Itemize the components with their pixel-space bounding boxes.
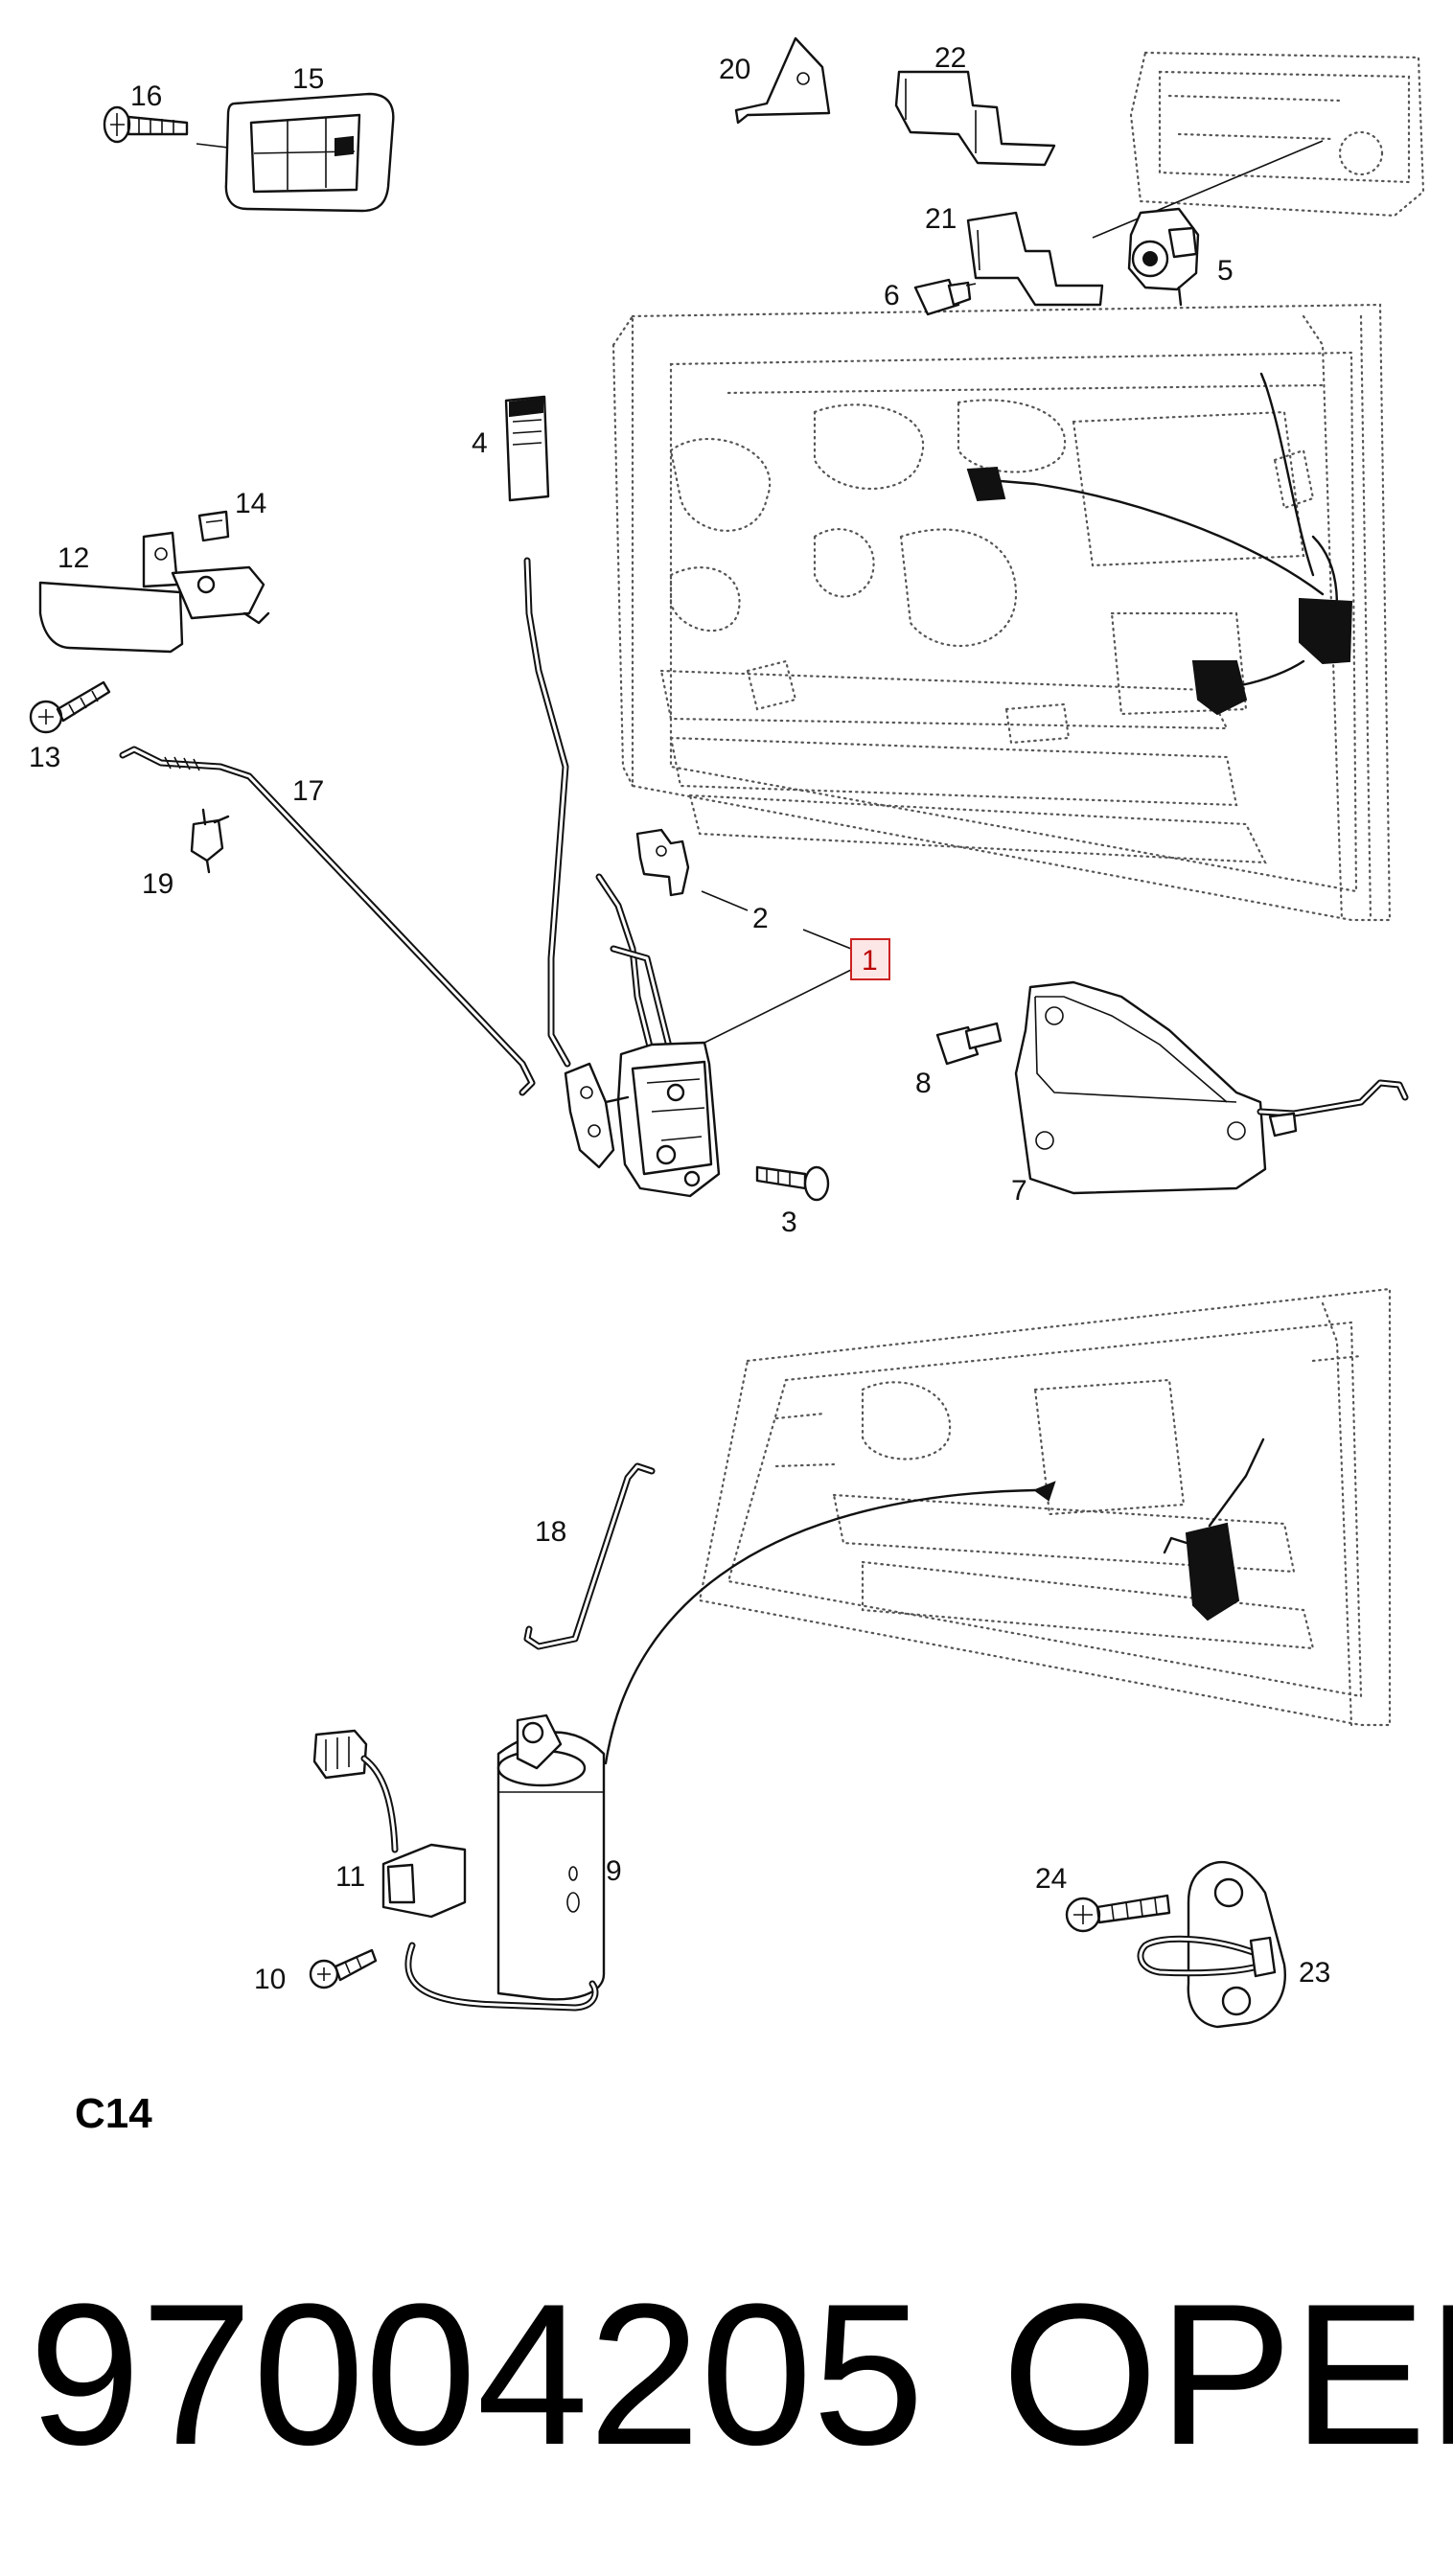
part-24-screw	[1065, 1894, 1171, 1933]
callout-2: 2	[752, 903, 769, 934]
callout-15: 15	[292, 63, 324, 95]
callout-9: 9	[606, 1855, 622, 1887]
callout-10: 10	[254, 1964, 286, 1995]
outer-door-handle-detail	[1129, 51, 1425, 218]
part-2-clip	[635, 828, 690, 897]
part-5-lock-cylinder	[1127, 207, 1200, 307]
door-panel-lower	[698, 1287, 1392, 1727]
callout-16: 16	[130, 80, 162, 112]
part-20-bracket	[734, 36, 831, 125]
callout-20: 20	[719, 54, 750, 85]
callout-6: 6	[884, 280, 900, 311]
door-panel-upper	[611, 303, 1392, 922]
callout-7: 7	[1011, 1175, 1027, 1207]
callout-18: 18	[535, 1516, 566, 1548]
part-23-striker	[1137, 1860, 1286, 2029]
callout-23: 23	[1299, 1957, 1330, 1989]
part-4-pad	[504, 395, 550, 502]
part-19-clip	[190, 808, 230, 874]
callout-11: 11	[335, 1861, 365, 1893]
callout-4: 4	[472, 427, 488, 459]
part-number: 97004205	[29, 2262, 924, 2487]
install-arrow	[604, 1488, 1037, 1765]
callout-21: 21	[925, 203, 957, 235]
part-17-rod	[119, 746, 536, 1096]
part-13-screw	[29, 680, 111, 734]
callout-3: 3	[781, 1207, 797, 1238]
callout-1: 1	[862, 945, 878, 977]
callout-13: 13	[29, 742, 60, 773]
callout-22: 22	[934, 42, 966, 74]
part-21-bracket	[966, 211, 1104, 307]
callout-24: 24	[1035, 1863, 1067, 1895]
callout-19: 19	[142, 868, 173, 900]
part-16-screw	[103, 105, 189, 144]
part-12-inner-handle	[38, 531, 270, 654]
part-15-handle-escutcheon	[224, 92, 395, 213]
part-14-clip	[197, 510, 230, 542]
sheet-code: C14	[75, 2090, 152, 2137]
lock-rod	[523, 557, 571, 1068]
callout-12: 12	[58, 542, 89, 574]
part-7-lock-cover	[1014, 980, 1409, 1195]
actuator-installed	[1163, 1438, 1265, 1622]
part-22-bracket	[894, 70, 1056, 167]
callout-17: 17	[292, 775, 324, 807]
part-6-bolt	[913, 278, 977, 316]
part-10-screw	[309, 1948, 378, 1990]
part-1-door-lock	[564, 873, 721, 1198]
lock-cable-assembly	[966, 372, 1353, 716]
callout-5: 5	[1217, 255, 1234, 287]
callout-8: 8	[915, 1068, 932, 1099]
callout-1-highlight-box	[850, 938, 890, 980]
part-9-actuator	[404, 1714, 606, 2012]
part-3-screw	[755, 1165, 830, 1202]
part-18-rod	[523, 1462, 656, 1650]
part-11-connector	[312, 1729, 467, 1919]
callout-14: 14	[235, 488, 266, 519]
install-arrowhead	[1032, 1481, 1056, 1502]
part-8-bolt	[935, 1022, 1003, 1066]
brand-name: OPEL	[1002, 2262, 1453, 2487]
